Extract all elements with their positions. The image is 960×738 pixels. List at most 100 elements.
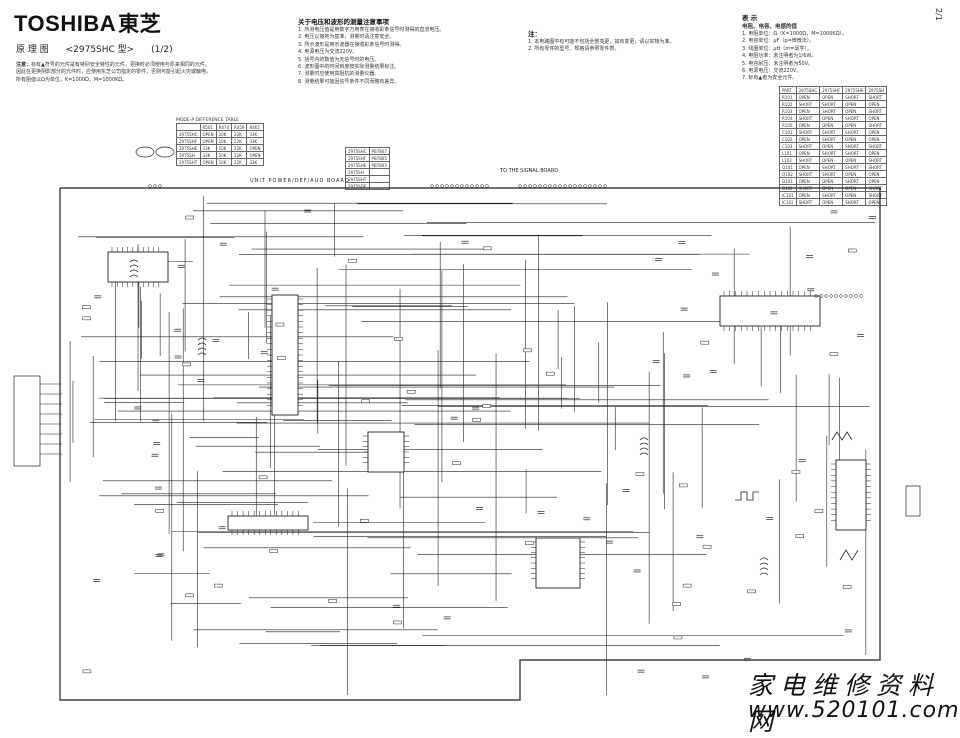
connector-pin	[430, 184, 434, 188]
resistor	[182, 362, 191, 367]
legend-item: 5. 电容耐压：未注明者为50V。	[742, 60, 814, 67]
measurement-note-item: 4. 电源电压为交流220V。	[298, 49, 358, 56]
connector-pin	[558, 184, 562, 188]
resistor	[452, 461, 461, 465]
connector-pin	[158, 184, 162, 188]
table-cell: 22K	[231, 158, 248, 166]
measurement-notes: 关于电压和波形的测量注意事项 1. 所测电压值是用数字万用表在接收彩条信号时测得…	[298, 18, 513, 86]
resistor	[185, 215, 194, 220]
mode-table-grid: R501 R474 R459 R461 2975SHC OPEN 10K 22K…	[176, 123, 264, 166]
doc-type: 原 理 图	[16, 45, 49, 55]
resistor	[842, 585, 852, 589]
connector-pin	[829, 294, 833, 298]
page-marker: 2/1	[934, 8, 943, 21]
connector-pin	[470, 184, 474, 188]
output-connector	[905, 485, 921, 517]
table-cell	[368, 182, 390, 190]
connector-pin	[460, 184, 464, 188]
connector-oval	[155, 146, 175, 158]
connector-pin	[533, 184, 537, 188]
general-note-item: 1. 本电路图中有可能不包括全部变更，如有变更，请以实物为准。	[528, 39, 675, 45]
mode-table-title: MODE-P DIFFERENCE TABLE	[176, 118, 239, 123]
resistor	[702, 544, 712, 549]
ic-chip	[835, 459, 867, 531]
connector-pin	[523, 184, 527, 188]
connector-pin	[455, 184, 459, 188]
resistor	[482, 404, 492, 408]
connector-pin	[819, 294, 823, 298]
connector-pin	[588, 184, 592, 188]
caution-line: 所有阻值以Ω为单位，K=1000Ω，M=1000KΩ。	[16, 76, 128, 83]
connector-pin	[475, 184, 479, 188]
measurement-note-item: 5. 括号内的数值为无信号时的电压。	[298, 56, 380, 63]
connector-pin	[518, 184, 522, 188]
table-row: 2975SDE	[345, 182, 390, 190]
resistor	[276, 356, 286, 360]
connector-pin	[485, 184, 489, 188]
resistor	[700, 340, 710, 345]
connector-pin	[568, 184, 572, 188]
connector-pin	[593, 184, 597, 188]
waveform	[831, 431, 853, 441]
table-cell: 33K	[246, 158, 264, 166]
caution-label: 注意：	[16, 62, 32, 68]
connector-pin	[573, 184, 577, 188]
connector-pin	[440, 184, 444, 188]
connector-pin	[528, 184, 532, 188]
resistor	[747, 589, 756, 594]
connector-pin	[844, 294, 848, 298]
ic-chip	[719, 295, 821, 327]
connector-pin	[839, 294, 843, 298]
resistor	[406, 389, 416, 394]
resistor	[672, 602, 681, 606]
connector-pin	[465, 184, 469, 188]
resistor	[82, 316, 91, 321]
legend-item: 4. 电阻功率：未注明者为1/6W。	[742, 53, 817, 60]
legend-item: 6. 电源电压：交流220V。	[742, 68, 802, 75]
connector-pin	[859, 294, 863, 298]
ic-chip	[535, 537, 581, 589]
resistor	[185, 593, 194, 598]
resistor	[546, 371, 555, 376]
connector-pin	[834, 294, 838, 298]
coil	[197, 342, 207, 346]
board-label: UNIT POWER/DEF/AUD BOARD	[250, 178, 350, 184]
resistor	[275, 322, 285, 327]
connector-pin	[553, 184, 557, 188]
caution-line: 标有▲符号的元件是有特别安全特性的元件，更换时必须使用与原来相同的元件。	[31, 62, 210, 68]
coil	[759, 572, 769, 576]
legend-item: 2. 电容单位：μF（p=微微法）。	[742, 38, 815, 45]
model-ref: <2975SHC 型>	[65, 45, 135, 55]
ic-chip	[367, 431, 405, 473]
connector-pin	[480, 184, 484, 188]
resistor	[348, 258, 357, 263]
site-watermark-cn: 家电维修资料网	[748, 671, 941, 736]
coil	[197, 352, 207, 356]
connector-pin	[854, 294, 858, 298]
waveform	[735, 491, 759, 501]
measurement-note-item: 8. 测量结果可能因信号条件不同而略有差异。	[298, 78, 400, 85]
connector-oval	[135, 146, 155, 158]
resistor	[359, 519, 369, 523]
logo-text-en: TOSHIBA	[14, 11, 117, 36]
coil	[197, 347, 207, 351]
resistor	[673, 635, 683, 640]
coil	[759, 567, 769, 571]
resistor	[635, 472, 645, 476]
connector-pin	[598, 184, 602, 188]
resistor	[258, 475, 268, 480]
waveform	[839, 549, 859, 561]
coil	[129, 274, 139, 278]
coil	[639, 437, 649, 441]
measurement-note-item: 2. 电压以接地为基准，测量时请注意安全。	[298, 34, 395, 41]
resistor	[523, 348, 532, 353]
logo-text-cn: 東芝	[118, 12, 162, 36]
sheet-number: (1/2)	[151, 45, 173, 55]
connector-pin	[824, 294, 828, 298]
connector-pin	[814, 294, 818, 298]
